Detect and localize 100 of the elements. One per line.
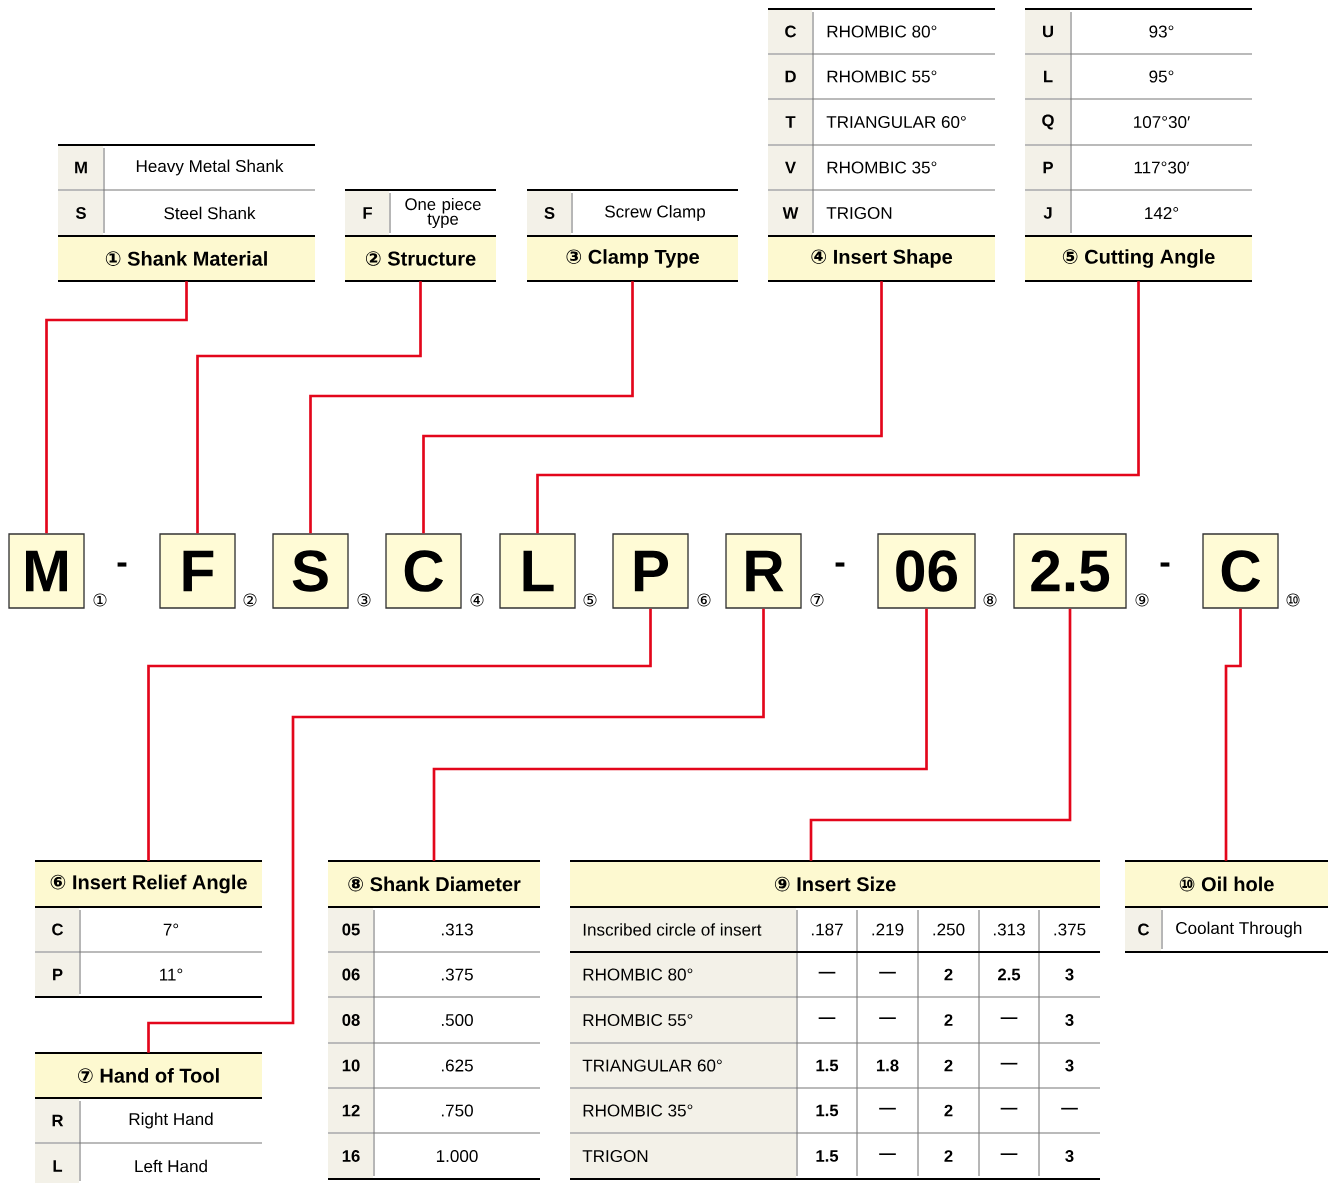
cell-value: Left Hand bbox=[135, 1159, 207, 1173]
connector-line bbox=[309, 281, 634, 534]
code-box: 06 bbox=[877, 533, 976, 609]
cell-value: RHOMBIC 80° bbox=[827, 25, 937, 38]
cell-value: .313 bbox=[993, 923, 1025, 936]
cell-value: 1.8 bbox=[876, 1059, 899, 1072]
circled-number: ③ bbox=[357, 593, 371, 607]
connector-line bbox=[45, 281, 188, 534]
table-cell: U bbox=[1025, 10, 1070, 53]
circled-number: ⑩ bbox=[1286, 593, 1300, 607]
separator-dash: - bbox=[835, 562, 845, 567]
cell-value: — bbox=[1000, 1107, 1018, 1110]
table-header: ⑨ Insert Size bbox=[570, 861, 1100, 907]
table-header: ③ Clamp Type bbox=[527, 236, 738, 281]
table-header: ⑧ Shank Diameter bbox=[328, 861, 540, 907]
cell-value: — bbox=[818, 971, 836, 974]
cell-value: 1.5 bbox=[816, 1059, 839, 1072]
cell-value: 2 bbox=[944, 1150, 953, 1162]
circled-number: ⑥ bbox=[697, 593, 711, 607]
table-header: ⑩ Oil hole bbox=[1125, 861, 1328, 907]
table-header: ② Structure bbox=[345, 236, 496, 281]
table-cell: P bbox=[1025, 146, 1070, 189]
cell-value: — bbox=[818, 1017, 836, 1019]
cell-value: .187 bbox=[811, 923, 843, 936]
cell-value: 2 bbox=[944, 1014, 953, 1026]
connector-line bbox=[196, 281, 422, 534]
cell-value: — bbox=[1000, 1017, 1018, 1019]
cell-value: .500 bbox=[441, 1013, 473, 1027]
cell-value: 2 bbox=[944, 1104, 953, 1117]
cell-value: .250 bbox=[933, 923, 965, 936]
table-cell: C bbox=[35, 908, 79, 951]
cell-value: 3 bbox=[1065, 1014, 1074, 1026]
cell-value: 93° bbox=[1149, 25, 1174, 38]
separator-dash: - bbox=[1160, 562, 1170, 567]
cell-value: 3 bbox=[1065, 1059, 1074, 1072]
table-cell: 06 bbox=[328, 953, 373, 996]
connector-line bbox=[147, 608, 652, 861]
table-cell: L bbox=[35, 1144, 79, 1183]
cell-value: .625 bbox=[441, 1059, 473, 1072]
cell-value: 107°30′ bbox=[1134, 115, 1190, 129]
cell-value: — bbox=[879, 1017, 896, 1019]
cell-value: — bbox=[1000, 1062, 1018, 1065]
code-box: C bbox=[385, 533, 462, 609]
table-header: ① Shank Material bbox=[58, 236, 315, 281]
table-cell: R bbox=[35, 1099, 79, 1142]
connector-line bbox=[422, 281, 883, 534]
cell-value: RHOMBIC 35° bbox=[827, 161, 937, 174]
cell-value: .219 bbox=[872, 923, 904, 936]
code-box: M bbox=[8, 533, 85, 609]
table-cell: C bbox=[1125, 908, 1161, 951]
cell-value: .750 bbox=[441, 1104, 473, 1117]
circled-number: ⑤ bbox=[583, 593, 597, 607]
cell-value: Heavy Metal Shank bbox=[136, 159, 284, 176]
table-cell: M bbox=[58, 146, 103, 189]
cell-value: RHOMBIC 55° bbox=[827, 70, 937, 83]
cell-value: — bbox=[1000, 1153, 1018, 1155]
connector-line bbox=[536, 281, 1140, 534]
separator-dash: - bbox=[117, 562, 127, 567]
table-cell: L bbox=[1025, 55, 1070, 98]
cell-value: .375 bbox=[1054, 923, 1086, 936]
connector-line bbox=[1224, 608, 1242, 861]
table-cell: F bbox=[345, 191, 389, 235]
cell-value: .375 bbox=[441, 968, 473, 981]
code-box: F bbox=[159, 533, 236, 609]
cell-value: TRIGON bbox=[826, 206, 892, 220]
table-cell: P bbox=[35, 953, 79, 996]
cell-value: — bbox=[879, 971, 896, 974]
code-box: R bbox=[725, 533, 802, 609]
circled-number: ⑦ bbox=[810, 593, 824, 607]
connector-line bbox=[147, 608, 765, 1053]
table-cell: TRIGON bbox=[570, 1134, 796, 1178]
circled-number: ⑨ bbox=[1135, 593, 1149, 607]
table-cell: S bbox=[527, 191, 571, 235]
table-cell: J bbox=[1025, 191, 1070, 235]
table-cell: W bbox=[768, 191, 812, 235]
cell-value: — bbox=[879, 1107, 896, 1110]
table-header: ⑦ Hand of Tool bbox=[35, 1053, 262, 1098]
cell-value: 3 bbox=[1065, 968, 1074, 981]
table-cell: RHOMBIC 35° bbox=[570, 1089, 796, 1132]
code-box: S bbox=[272, 533, 349, 609]
code-box: P bbox=[612, 533, 689, 609]
cell-value: 95° bbox=[1149, 70, 1174, 83]
cell-value: 117°30′ bbox=[1134, 161, 1190, 174]
cell-value: 1.5 bbox=[816, 1150, 839, 1162]
table-cell: TRIANGULAR 60° bbox=[570, 1044, 796, 1087]
connector-line bbox=[432, 608, 928, 861]
cell-value: — bbox=[879, 1153, 896, 1155]
table-cell: Inscribed circle of insert bbox=[570, 908, 796, 951]
cell-value: 2 bbox=[944, 1059, 953, 1072]
code-box: 2.5 bbox=[1013, 533, 1127, 609]
table-cell: T bbox=[768, 100, 812, 144]
cell-value: — bbox=[1061, 1107, 1078, 1110]
cell-value: 2.5 bbox=[998, 968, 1021, 981]
table-cell: 05 bbox=[328, 908, 373, 951]
table-cell: D bbox=[768, 55, 812, 98]
table-header: ⑥ Insert Relief Angle bbox=[35, 861, 262, 907]
table-header: ④ Insert Shape bbox=[768, 236, 995, 281]
cell-value: 2 bbox=[944, 968, 953, 981]
table-cell: RHOMBIC 55° bbox=[570, 998, 796, 1042]
cell-value: 142° bbox=[1145, 207, 1179, 219]
